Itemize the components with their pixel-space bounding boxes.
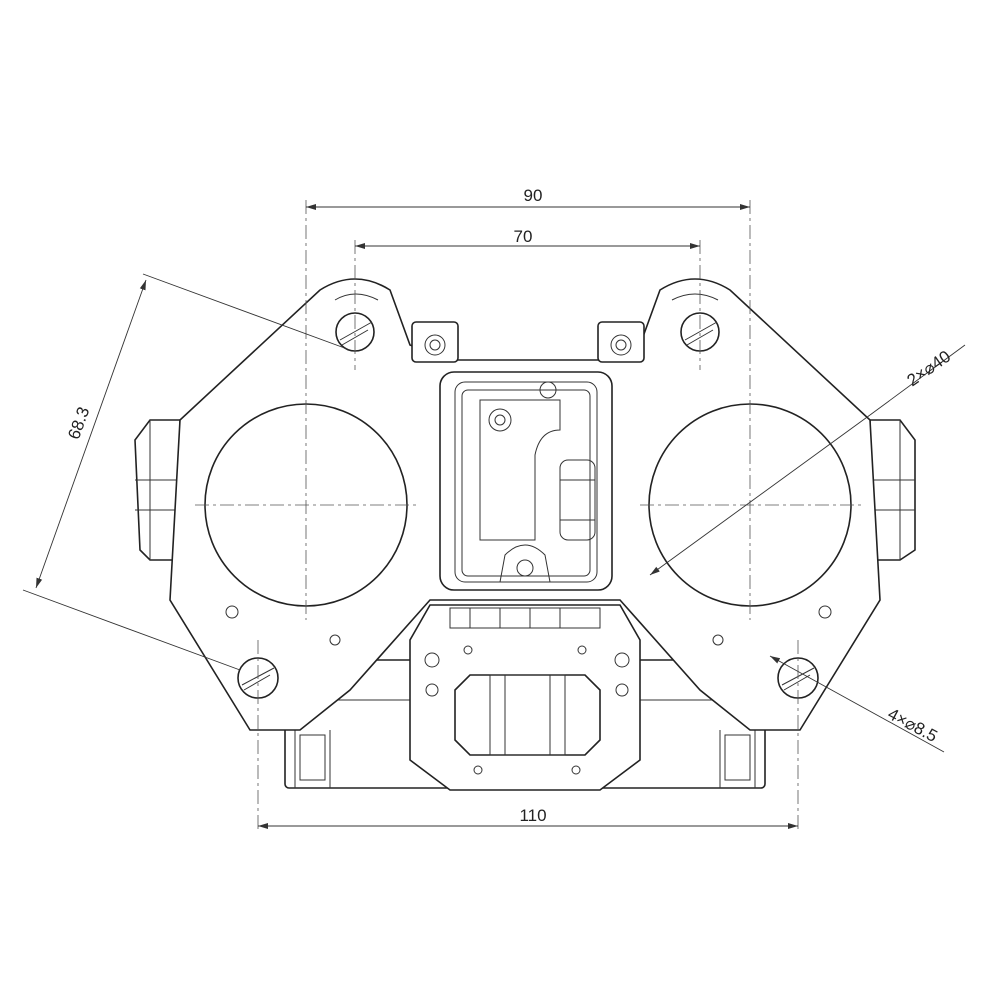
- locating-hole: [329, 634, 341, 646]
- dimension-68-3: [22, 273, 351, 671]
- dim-text-bore-diameter: 2×⌀40: [904, 347, 955, 390]
- float-chamber: [439, 371, 613, 591]
- dim-text-mount-holes: 4×⌀8.5: [885, 704, 941, 746]
- dim-text-68-3: 68.3: [64, 404, 93, 442]
- top-lug-right: [597, 321, 645, 363]
- dimension-bore-diameter: [649, 344, 966, 576]
- dim-text-70: 70: [514, 227, 533, 246]
- top-lug-left: [411, 321, 459, 363]
- locating-hole: [712, 634, 724, 646]
- dimension-mount-holes: [769, 655, 945, 753]
- dim-text-110: 110: [519, 806, 546, 825]
- lower-mechanism: [409, 604, 641, 791]
- locating-hole: [225, 605, 239, 619]
- locating-hole: [818, 605, 832, 619]
- dim-text-90: 90: [524, 186, 543, 205]
